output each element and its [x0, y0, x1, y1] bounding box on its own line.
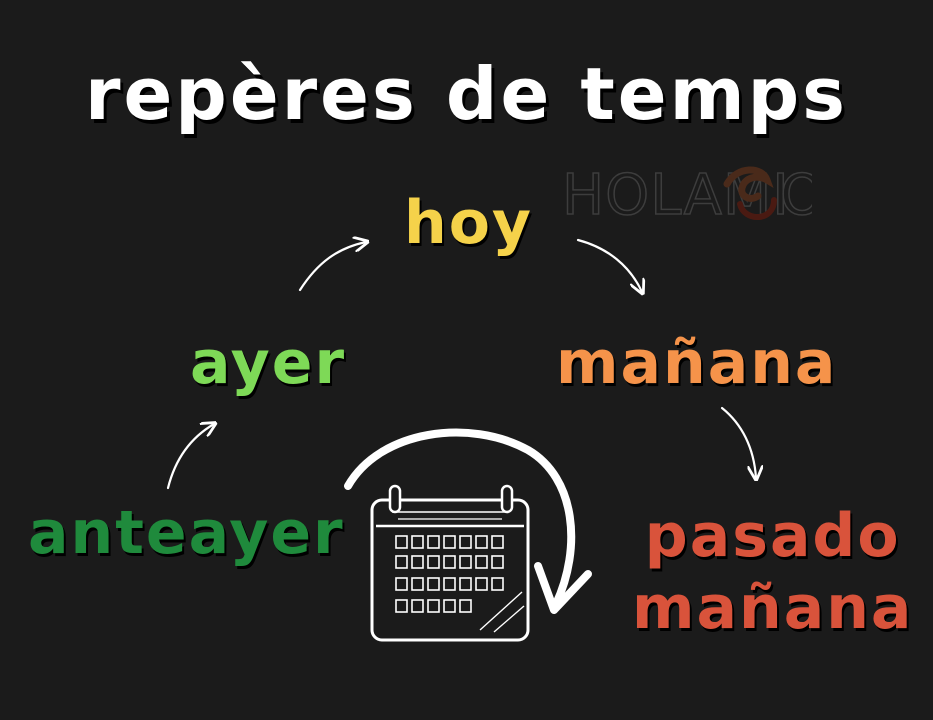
circular-arrow-icon: [344, 428, 576, 608]
arrow-anteayer-to-ayer: [166, 424, 214, 490]
arrow-manana-to-pasado: [720, 406, 756, 478]
circular-arrow-head: [534, 562, 592, 614]
holamigo-watermark: HOLAMI O: [562, 162, 812, 228]
word-pasado-manana: pasado mañana: [632, 500, 913, 644]
watermark-trail: O: [780, 163, 812, 228]
word-manana: mañana: [556, 328, 838, 398]
arrow-ayer-to-hoy: [298, 242, 366, 292]
word-pasado-line1: pasado: [644, 501, 901, 571]
page-title: repères de temps: [84, 52, 849, 136]
mustache-icon: [723, 166, 777, 220]
word-ayer: ayer: [190, 328, 347, 398]
word-pasado-line2: mañana: [632, 573, 914, 643]
word-hoy: hoy: [404, 188, 534, 258]
arrow-hoy-to-manana: [576, 238, 642, 292]
calendar-icon: [370, 484, 530, 642]
word-anteayer: anteayer: [28, 498, 345, 568]
